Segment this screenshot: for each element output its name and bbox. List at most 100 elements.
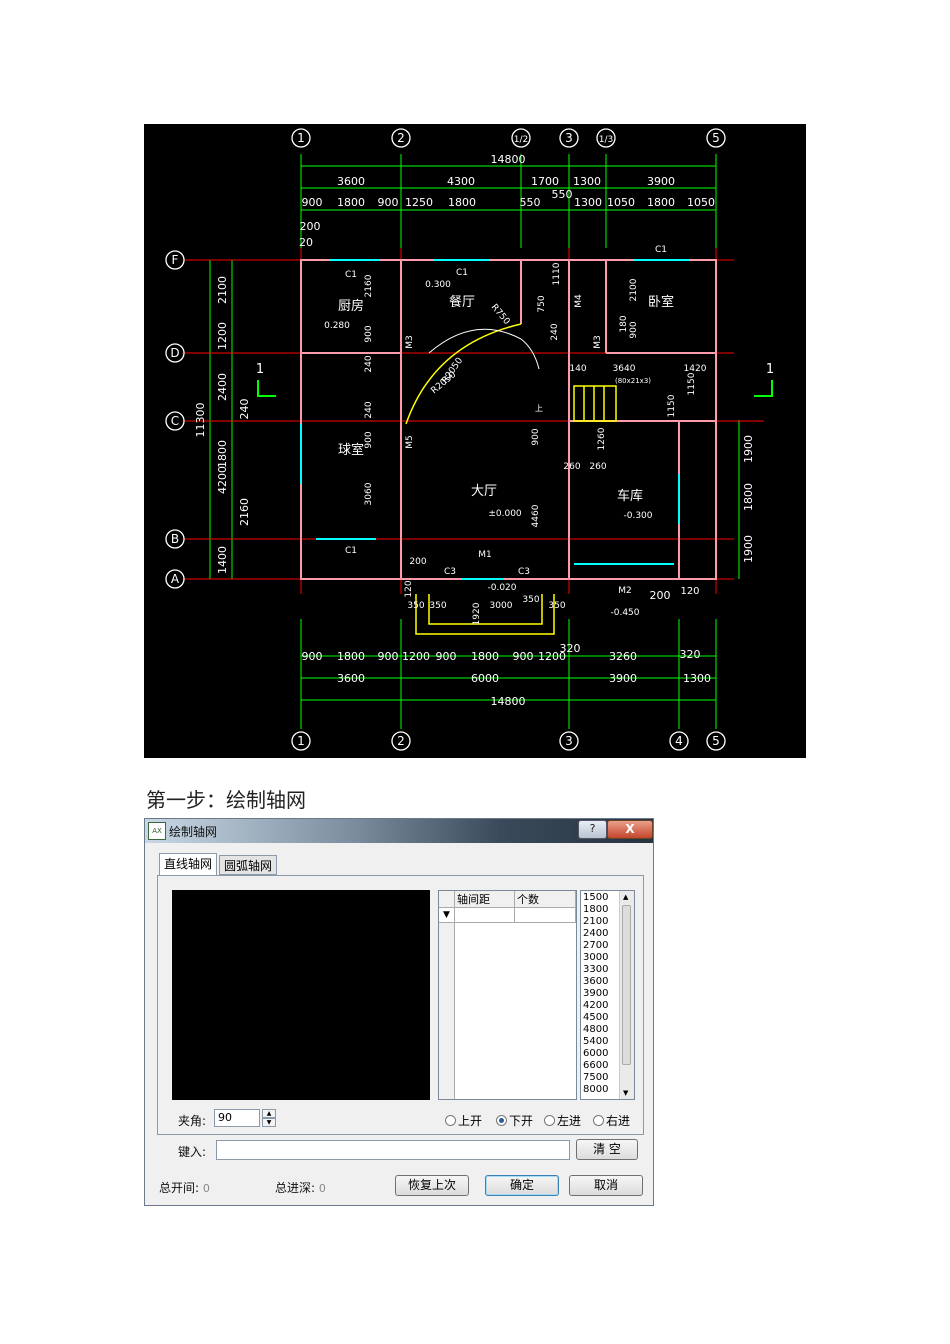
- label-dim: 1420: [684, 364, 707, 374]
- scroll-up-icon[interactable]: ▲: [623, 893, 629, 901]
- radio-bottom-open[interactable]: 下开: [496, 1112, 533, 1129]
- scroll-thumb[interactable]: [622, 905, 631, 1065]
- axis-spacing-grid[interactable]: 轴间距 个数 ▼: [438, 890, 577, 1100]
- dim-left: 1400: [216, 546, 229, 574]
- dim-top-detail: 1050: [687, 196, 715, 209]
- label-dim: 260: [563, 462, 580, 472]
- radio-left-depth[interactable]: 左进: [544, 1112, 581, 1129]
- angle-input[interactable]: 90: [214, 1109, 260, 1127]
- radio-dot-icon: [593, 1115, 604, 1126]
- axis-bubbles: [165, 128, 726, 751]
- dim-bottom-detail: 900: [436, 650, 457, 663]
- tab-straight-axis[interactable]: 直线轴网: [159, 853, 218, 875]
- axis-bottom-2: 2: [397, 734, 405, 748]
- total-depth-text: 总进深:: [275, 1181, 316, 1195]
- spin-down-icon[interactable]: ▼: [262, 1118, 276, 1127]
- radio-dot-icon: [445, 1115, 456, 1126]
- value-item[interactable]: 1500: [583, 892, 609, 903]
- total-depth-value: 0: [318, 1182, 326, 1195]
- plan-labels: C1 C1 C1 C1 C3 C3 M1 M2 0.300 0.280 ±0.0…: [256, 245, 774, 618]
- value-list-scrollbar[interactable]: ▲ ▼: [619, 891, 634, 1099]
- label-elevation: -0.450: [610, 608, 639, 618]
- dialog-title: 绘制轴网: [169, 825, 218, 839]
- dim-top-span: 3900: [647, 175, 675, 188]
- value-item[interactable]: 2700: [583, 940, 609, 951]
- dim-left: 2400: [216, 373, 229, 401]
- value-item[interactable]: 1800: [583, 904, 609, 915]
- dim-left-inner: 2160: [238, 498, 251, 526]
- dimension-lines: [194, 154, 740, 729]
- label-dim: 900: [364, 431, 374, 448]
- tab-arc-axis[interactable]: 圆弧轴网: [219, 855, 278, 875]
- label-dim: 240: [364, 355, 374, 372]
- label-dim: 3640: [613, 364, 636, 374]
- radio-right-depth[interactable]: 右进: [593, 1112, 630, 1129]
- label-dim: 180: [619, 315, 629, 332]
- axis-left-d: D: [170, 346, 179, 360]
- label-dim: 4460: [531, 504, 541, 527]
- value-item[interactable]: 2100: [583, 916, 609, 927]
- dimension-text: 14800 3600 4300 1700 1300 3900 900 1800 …: [299, 153, 715, 708]
- value-item[interactable]: 3600: [583, 976, 609, 987]
- room-kitchen: 厨房: [338, 298, 364, 314]
- restore-last-button[interactable]: 恢复上次: [395, 1175, 469, 1196]
- value-item[interactable]: 6000: [583, 1048, 609, 1059]
- room-dining: 餐厅: [449, 294, 475, 310]
- dim-left: 4200: [216, 466, 229, 494]
- grid-corner: [439, 891, 455, 908]
- value-item[interactable]: 4500: [583, 1012, 609, 1023]
- radio-top-open[interactable]: 上开: [445, 1112, 482, 1129]
- axis-bottom-3: 3: [565, 734, 573, 748]
- value-item[interactable]: 4200: [583, 1000, 609, 1011]
- grid-row-column: [439, 923, 455, 1099]
- spin-up-icon[interactable]: ▲: [262, 1109, 276, 1118]
- value-item[interactable]: 2400: [583, 928, 609, 939]
- value-item[interactable]: 6600: [583, 1060, 609, 1071]
- axis-preview: [172, 890, 430, 1100]
- dim-right: 1900: [742, 535, 755, 563]
- scroll-down-icon[interactable]: ▼: [623, 1089, 629, 1097]
- label-stair-spec: (80x21x3): [615, 377, 651, 385]
- walls: [300, 259, 717, 580]
- axis-left-f: F: [172, 253, 179, 267]
- value-item[interactable]: 4800: [583, 1024, 609, 1035]
- clear-button[interactable]: 清 空: [576, 1139, 638, 1160]
- dim-top-detail: 1800: [448, 196, 476, 209]
- value-item[interactable]: 8000: [583, 1084, 609, 1095]
- spacing-text-input[interactable]: [216, 1140, 570, 1160]
- dim-bottom-detail: 900: [378, 650, 399, 663]
- label-dim: 140: [569, 364, 586, 374]
- ok-button[interactable]: 确定: [485, 1175, 559, 1196]
- label-dim: 260: [589, 462, 606, 472]
- dim-top-detail: 1050: [607, 196, 635, 209]
- label-window: C1: [345, 270, 357, 280]
- close-button[interactable]: X: [607, 820, 653, 839]
- dim-bottom-span: 3900: [609, 672, 637, 685]
- label-dim: 350: [548, 601, 565, 611]
- dim-bottom-span: 6000: [471, 672, 499, 685]
- title-bar[interactable]: AX 绘制轴网 ? X: [145, 819, 653, 843]
- value-item[interactable]: 7500: [583, 1072, 609, 1083]
- axis-bottom-5: 5: [712, 734, 720, 748]
- floor-plan-svg: 1 2 1/2 3 1/3 5 1 2 3 4 5 F D C B A 1480…: [165, 128, 774, 751]
- grid-cell-spacing[interactable]: [455, 908, 515, 923]
- draw-axis-dialog: AX 绘制轴网 ? X 直线轴网 圆弧轴网 轴间距 个数 ▼ 1500 1800…: [144, 818, 654, 1206]
- value-item[interactable]: 3900: [583, 988, 609, 999]
- cancel-button[interactable]: 取消: [569, 1175, 643, 1196]
- floor-plan-drawing: 1 2 1/2 3 1/3 5 1 2 3 4 5 F D C B A 1480…: [144, 124, 806, 758]
- row-selector-icon[interactable]: ▼: [439, 908, 455, 923]
- value-item[interactable]: 5400: [583, 1036, 609, 1047]
- label-door: M3: [405, 335, 415, 349]
- dim-right: 1800: [742, 483, 755, 511]
- app-icon: AX: [148, 822, 166, 840]
- spacing-value-list[interactable]: 1500 1800 2100 2400 2700 3000 3300 3600 …: [580, 890, 635, 1100]
- value-item[interactable]: 3000: [583, 952, 609, 963]
- help-button[interactable]: ?: [578, 820, 607, 839]
- grid-header-count: 个数: [515, 891, 576, 908]
- dim-bottom-detail: 3260: [609, 650, 637, 663]
- grid-cell-count[interactable]: [515, 908, 576, 923]
- dim-top-span: 1300: [573, 175, 601, 188]
- value-item[interactable]: 3300: [583, 964, 609, 975]
- axis-labels: 1 2 1/2 3 1/3 5 1 2 3 4 5 F D C B A: [170, 131, 719, 748]
- angle-spinner[interactable]: ▲ ▼: [262, 1109, 276, 1127]
